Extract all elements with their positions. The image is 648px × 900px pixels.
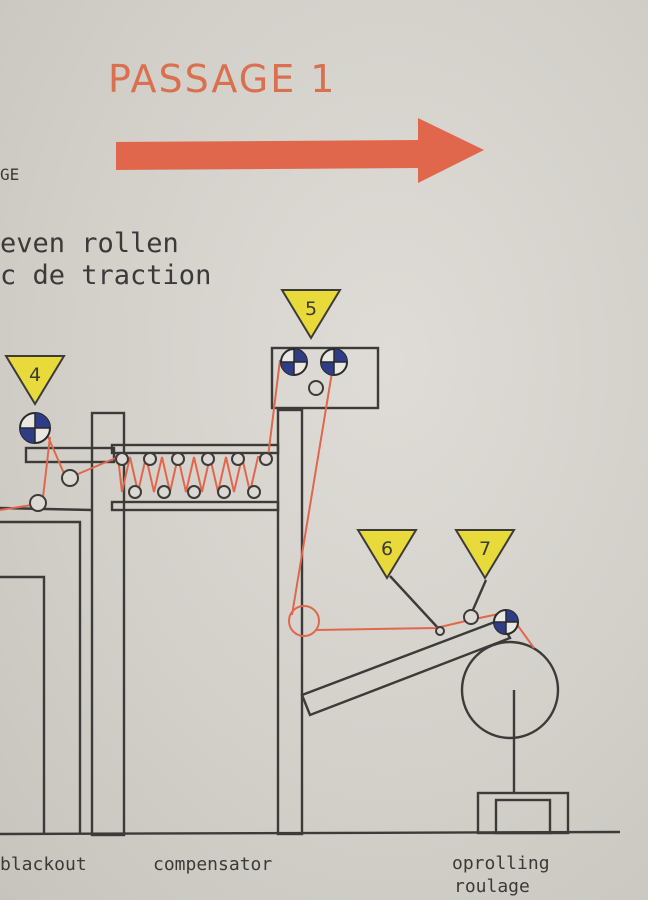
dancer-roller xyxy=(171,452,185,466)
web-path xyxy=(0,359,535,649)
compensator-bottom-rollers xyxy=(128,485,261,499)
heading-line-2: c de traction xyxy=(0,260,211,291)
dancer-roller xyxy=(231,452,245,466)
compensator-right-column xyxy=(276,408,304,836)
marker-7-pointer xyxy=(470,579,488,613)
marker-6-label: 6 xyxy=(381,538,393,560)
blackout-frame-inner xyxy=(0,575,46,834)
dancer-roller xyxy=(247,485,261,499)
marker-7: 7 xyxy=(454,529,516,580)
marker-4: 4 xyxy=(4,355,66,406)
marker-5: 5 xyxy=(280,289,342,340)
blackout-frame-outer xyxy=(0,520,82,834)
dancer-roller xyxy=(157,485,171,499)
idler-roller xyxy=(435,626,445,636)
marker-7-label: 7 xyxy=(479,538,491,560)
winder-arm xyxy=(300,618,512,717)
marker-4-label: 4 xyxy=(29,364,41,386)
direction-arrow xyxy=(116,118,484,183)
dancer-roller xyxy=(187,485,201,499)
idler-roller xyxy=(61,469,79,487)
traction-roller-7 xyxy=(493,609,519,635)
traction-roller-4 xyxy=(19,412,51,444)
winder-stand-inner xyxy=(494,798,552,835)
label-compensator: compensator xyxy=(153,854,272,875)
compensator-bottom-rail xyxy=(110,500,280,512)
compensator-top-rail xyxy=(110,443,280,455)
marker-6: 6 xyxy=(356,529,418,580)
dancer-roller xyxy=(217,485,231,499)
roller-4-bracket xyxy=(24,446,116,464)
marker-5-label: 5 xyxy=(305,298,317,320)
compensator-top-rollers xyxy=(115,452,273,466)
label-oprolling: oprolling xyxy=(452,853,550,874)
marker-6-pointer xyxy=(389,575,439,629)
dancer-roller xyxy=(143,452,157,466)
idler-roller xyxy=(29,494,47,512)
dancer-roller xyxy=(128,485,142,499)
heading-line-1: even rollen xyxy=(0,228,179,259)
idler-roller xyxy=(463,609,479,625)
dancer-roller xyxy=(115,452,129,466)
label-roulage: roulage xyxy=(454,876,530,897)
diagram-title: PASSAGE 1 xyxy=(108,57,336,101)
compensator-left-column xyxy=(90,411,126,837)
roller-5-box xyxy=(270,346,380,410)
idler-roller xyxy=(308,380,324,396)
traction-roller-5a xyxy=(280,348,308,376)
web-turn-loop xyxy=(288,605,320,637)
dancer-roller xyxy=(201,452,215,466)
label-blackout: blackout xyxy=(0,854,87,875)
winder-drum xyxy=(460,640,560,740)
dancer-roller xyxy=(259,452,273,466)
traction-roller-5b xyxy=(320,348,348,376)
cut-label: GE xyxy=(0,165,19,184)
